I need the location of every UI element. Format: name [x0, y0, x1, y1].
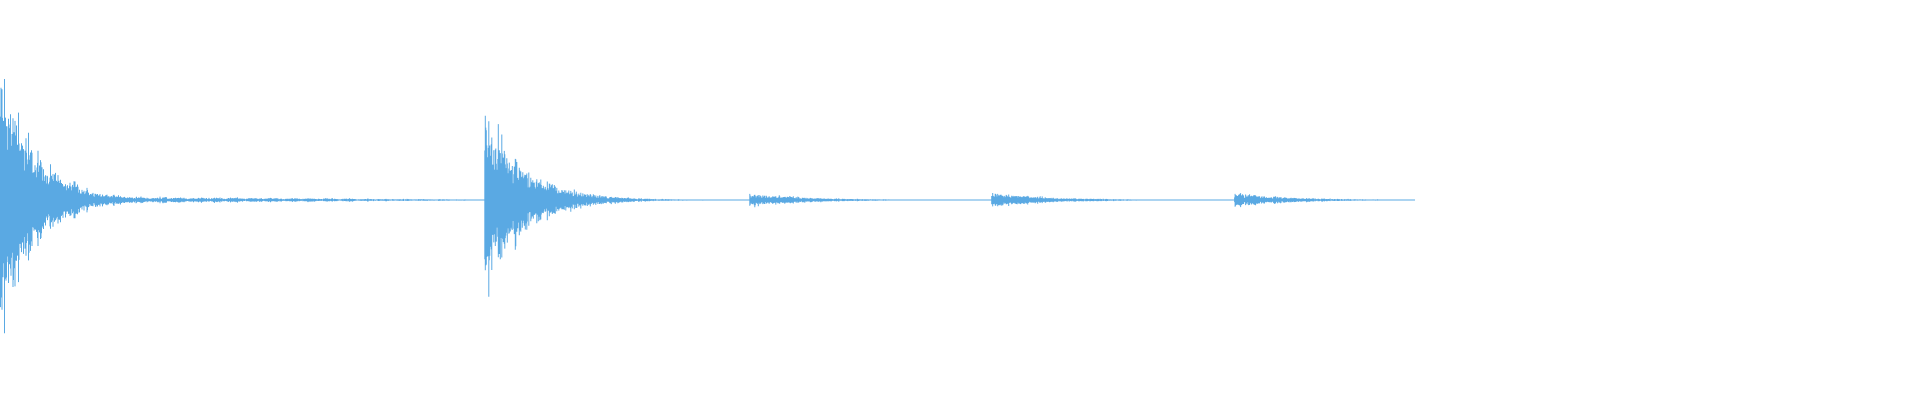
waveform-event-hit-5 — [1234, 193, 1416, 208]
waveform-event-path — [1234, 193, 1416, 208]
waveform-samples — [0, 79, 1416, 334]
